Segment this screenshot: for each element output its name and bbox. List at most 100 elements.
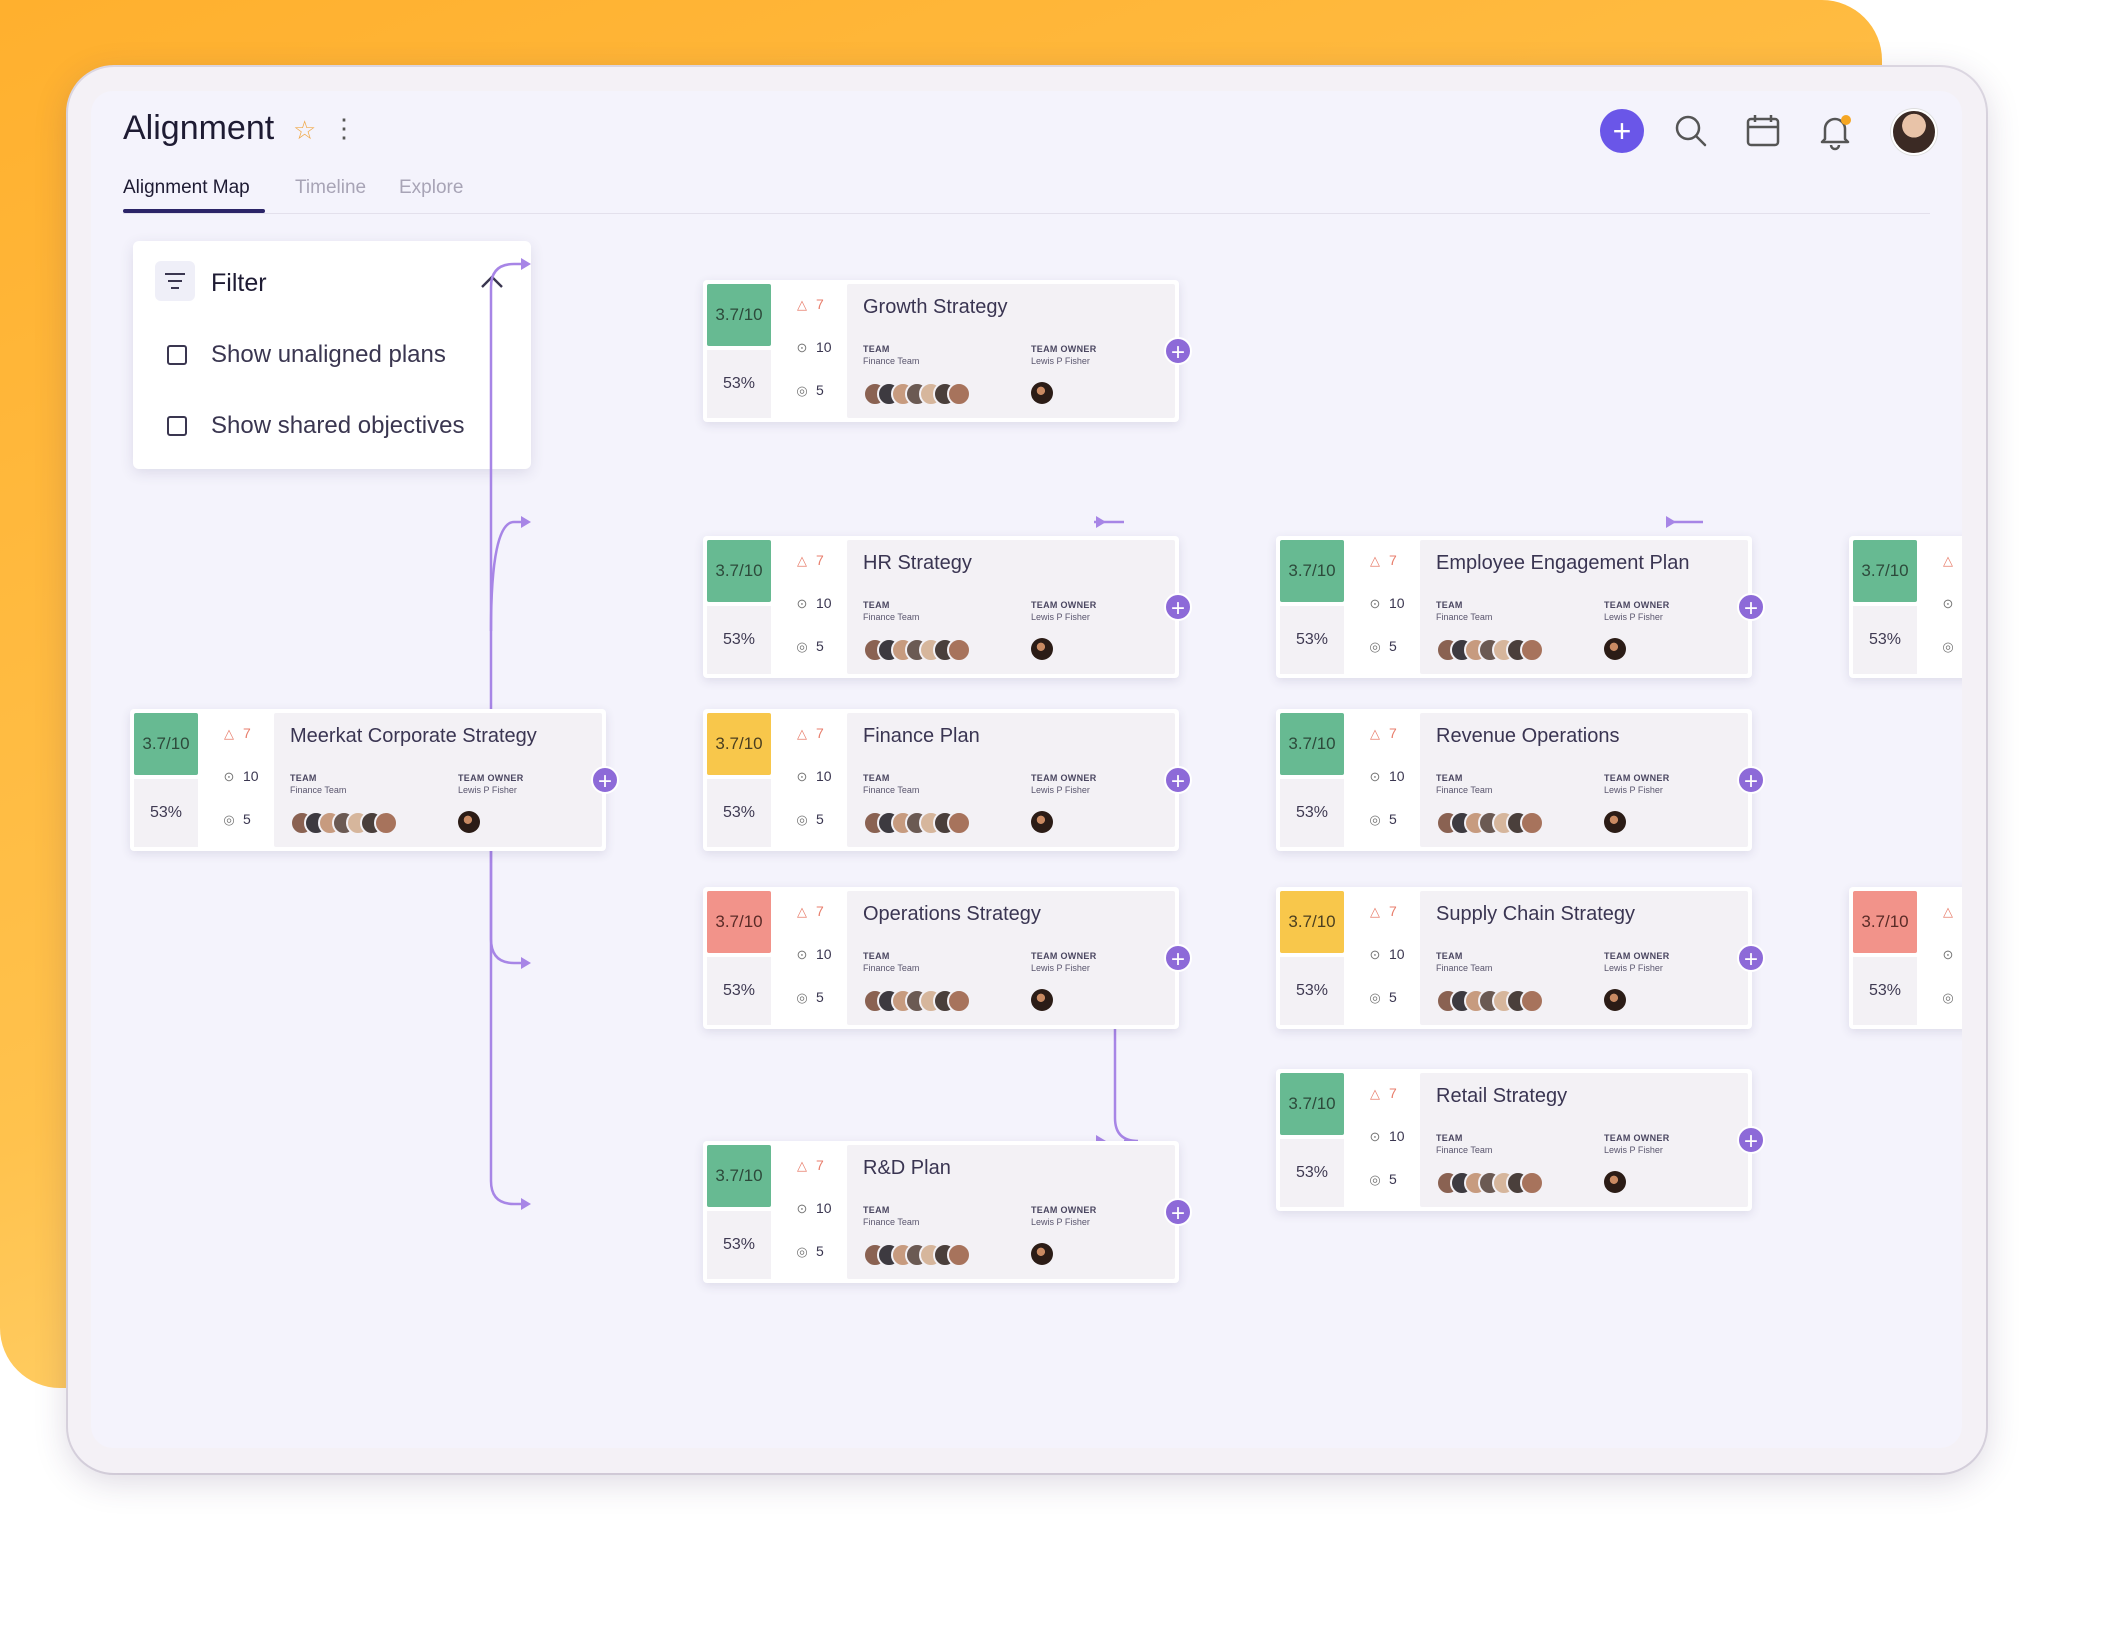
score-badge: 3.7/10: [707, 891, 771, 953]
add-child-plan-button[interactable]: +: [1164, 766, 1192, 795]
add-child-plan-button[interactable]: +: [1164, 944, 1192, 973]
search-icon[interactable]: [1669, 109, 1713, 153]
score-badge: 3.7/10: [1853, 891, 1917, 953]
score-badge: 3.7/10: [707, 540, 771, 602]
team-member-avatar: [1520, 638, 1544, 662]
add-button[interactable]: +: [1600, 109, 1644, 153]
owner-heading: TEAM OWNER: [1604, 600, 1670, 610]
checkbox-label: Show unaligned plans: [211, 341, 446, 368]
arrow-head: [1666, 516, 1676, 528]
plan-title[interactable]: Employee Engagement Plan: [1436, 552, 1690, 574]
tab-explore[interactable]: Explore: [399, 177, 463, 199]
team-name: Finance Team: [863, 785, 920, 795]
warning-count: △7: [1368, 903, 1397, 920]
owner-name: Lewis P Fisher: [1031, 963, 1090, 973]
owner-heading: TEAM OWNER: [1604, 951, 1670, 961]
add-child-plan-button[interactable]: +: [1737, 1126, 1765, 1155]
plan-title[interactable]: Revenue Operations: [1436, 725, 1620, 747]
owner-name: Lewis P Fisher: [1604, 612, 1663, 622]
plan-title[interactable]: Retail Strategy: [1436, 1085, 1568, 1107]
add-child-plan-button[interactable]: +: [1737, 944, 1765, 973]
owner-heading: TEAM OWNER: [1604, 1133, 1670, 1143]
tab-alignment-map[interactable]: Alignment Map: [123, 177, 265, 213]
bell-icon[interactable]: [1813, 109, 1857, 153]
owner-avatar: [1604, 811, 1626, 833]
progress-value: 53%: [1853, 606, 1917, 674]
warning-icon: △: [1370, 553, 1380, 568]
target-icon: ⊙: [796, 340, 808, 355]
plan-title[interactable]: Operations Strategy: [863, 903, 1041, 925]
checkbox[interactable]: [167, 345, 187, 365]
score-badge: 3.7/10: [1280, 713, 1344, 775]
warning-icon: △: [224, 726, 234, 741]
warning-count: △7: [1368, 552, 1397, 569]
owner-heading: TEAM OWNER: [1031, 600, 1097, 610]
team-heading: TEAM: [863, 773, 890, 783]
key-results-value: 10: [816, 946, 832, 962]
add-child-plan-button[interactable]: +: [1737, 766, 1765, 795]
app-screen: Alignment ☆ ⋮ Alignment Map Timeline Exp…: [91, 91, 1962, 1448]
objective-icon: ◎: [796, 639, 808, 654]
key-results-value: 10: [1389, 1128, 1405, 1144]
team-heading: TEAM: [863, 344, 890, 354]
objectives-count: ◎5: [222, 811, 250, 828]
plan-title[interactable]: Growth Strategy: [863, 296, 1008, 318]
plan-title[interactable]: Supply Chain Strategy: [1436, 903, 1636, 925]
team-avatars: [1436, 811, 1556, 835]
plan-title[interactable]: R&D Plan: [863, 1157, 951, 1179]
team-avatars: [1436, 989, 1556, 1013]
objectives-value: 5: [1389, 638, 1397, 654]
warning-value: 7: [816, 552, 824, 568]
objectives-count: ◎5: [1368, 811, 1396, 828]
objectives-value: 5: [816, 811, 824, 827]
plan-title[interactable]: HR Strategy: [863, 552, 972, 574]
plan-title[interactable]: Meerkat Corporate Strategy: [290, 725, 537, 747]
owner-avatar: [1031, 989, 1053, 1011]
star-icon[interactable]: ☆: [293, 115, 317, 145]
warning-count: △7: [1368, 725, 1397, 742]
key-results-count: ⊙10: [795, 339, 832, 356]
tab-timeline[interactable]: Timeline: [295, 177, 366, 199]
target-icon: ⊙: [1369, 596, 1381, 611]
plus-icon: +: [1170, 595, 1185, 622]
owner-avatar: [1604, 1171, 1626, 1193]
add-child-plan-button[interactable]: +: [1164, 337, 1192, 366]
add-child-plan-button[interactable]: +: [1737, 593, 1765, 622]
more-options-icon[interactable]: ⋮: [331, 113, 357, 143]
team-heading: TEAM: [863, 600, 890, 610]
warning-count: △7: [795, 552, 824, 569]
calendar-icon[interactable]: [1741, 109, 1785, 153]
team-avatars: [863, 989, 983, 1013]
key-results-value: 10: [816, 1200, 832, 1216]
warning-value: 7: [816, 1157, 824, 1173]
key-results-value: 10: [243, 768, 259, 784]
plan-title[interactable]: Finance Plan: [863, 725, 980, 747]
warning-count: △7: [795, 903, 824, 920]
user-avatar[interactable]: [1891, 109, 1937, 155]
objectives-count: ◎5: [1368, 989, 1396, 1006]
add-child-plan-button[interactable]: +: [1164, 1198, 1192, 1227]
plus-icon: +: [1743, 1128, 1758, 1155]
checkbox[interactable]: [167, 416, 187, 436]
add-child-plan-button[interactable]: +: [591, 766, 619, 795]
key-results-count: ⊙10: [1368, 1128, 1405, 1145]
warning-value: 7: [243, 725, 251, 741]
warning-icon: △: [797, 1158, 807, 1173]
add-child-plan-button[interactable]: +: [1164, 593, 1192, 622]
